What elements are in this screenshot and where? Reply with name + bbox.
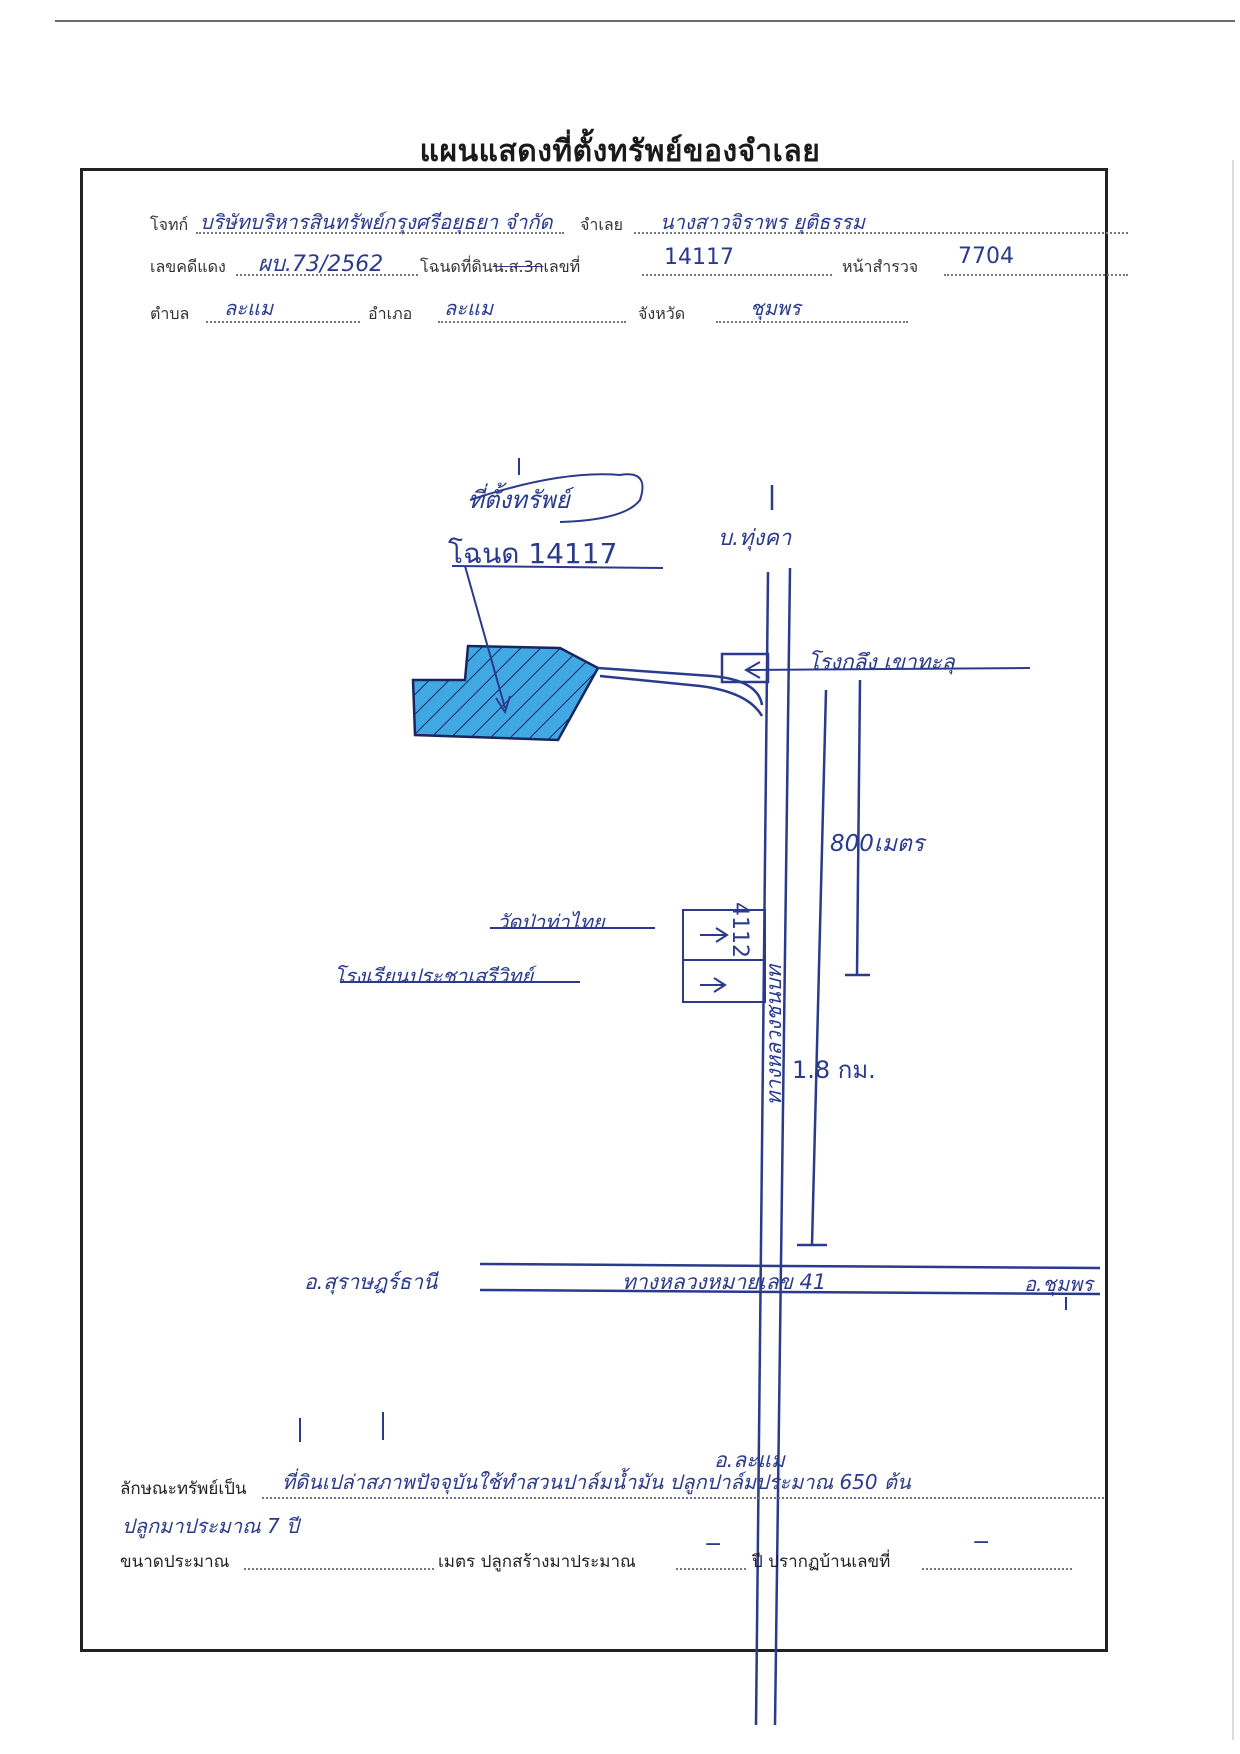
deed-type-struck: น.ส.3ก [492,257,544,276]
factory-label: โรงกลึง เขาทะลุ [808,650,955,674]
meter-built-label: เมตร ปลูกสร้างมาประมาณ [438,1552,636,1572]
scan-edge [1232,160,1234,1740]
size-label: ขนาดประมาณ [120,1552,230,1572]
road-4112 [754,485,792,1726]
distance-800-label: 800เมตร [830,831,925,857]
page-title: แผนแสดงที่ตั้งทรัพย์ของจำเลย [419,134,821,169]
plaintiff-label: โจทก์ [150,215,189,234]
district-value: ละแม [444,296,494,320]
access-lane-upper [597,666,764,706]
nature-label: ลักษณะทรัพย์เป็น [120,1479,247,1499]
survey-label: หน้าสำรวจ [842,257,919,276]
access-lane-lower [599,674,764,717]
red-case-value: ผบ.73/2562 [258,252,384,277]
south-destination-label: อ.ละแม [714,1448,785,1472]
defendant-value: นางสาวจิราพร ยุติธรรม [660,210,865,234]
deed-value: 14117 [664,245,734,270]
highway-41 [479,1262,1101,1296]
west-destination-label: อ.สุราษฎร์ธานี [304,1270,438,1294]
built-years-value: − [704,1532,723,1557]
deed-label: โฉนดที่ดินน.ส.3กเลขที่ [420,257,581,276]
form-frame [80,168,1108,1652]
distance-1-8-label: 1.8 กม. [792,1056,876,1084]
deed-number-label: โฉนด 14117 [448,537,618,570]
road-4112-name: ทางหลวงชนบท [762,965,786,1106]
house-number-value: − [972,1530,991,1555]
highway-41-label: ทางหลวงหมายเลข 41 [622,1270,827,1294]
landmark-boxes [682,909,766,1003]
distance-800-line [855,679,862,976]
road-4112-number: 4112 [727,902,752,958]
factory-pointer [747,667,1031,671]
subdistrict-value: ละแม [224,296,274,320]
province-value: ชุมพร [750,296,801,320]
factory-box [720,652,770,684]
plaintiff-value: บริษัทบริหารสินทรัพย์กรุงศรีอยุธยา จำกัด [200,210,553,234]
property-parcel [411,644,600,742]
district-label: อำเภอ [368,304,413,323]
north-destination-label: บ.ทุ่งคา [718,526,792,551]
defendant-label: จำเลย [580,215,624,234]
temple-label: วัดป่าท่าไทย [497,910,605,934]
school-label: โรงเรียนประชาเสรีวิทย์ [334,964,534,988]
property-label: ที่ตั้งทรัพย์ [468,486,570,514]
top-rule [55,20,1235,22]
east-destination-label: อ.ชุมพร [1024,1272,1094,1296]
distance-1-8-line [810,689,828,1246]
subdistrict-label: ตำบล [150,304,190,323]
survey-value: 7704 [958,244,1014,269]
nature-value-line2: ปลูกมาประมาณ 7 ปี [122,1514,299,1538]
deed-underline [451,565,664,569]
nature-value-line1: ที่ดินเปล่าสภาพปัจจุบันใช้ทำสวนปาล์มน้ำม… [282,1470,911,1494]
year-house-label: ปี ปรากฏบ้านเลขที่ [752,1552,891,1572]
province-label: จังหวัด [638,304,686,323]
deed-pointer [464,565,506,709]
red-case-label: เลขคดีแดง [150,257,226,276]
